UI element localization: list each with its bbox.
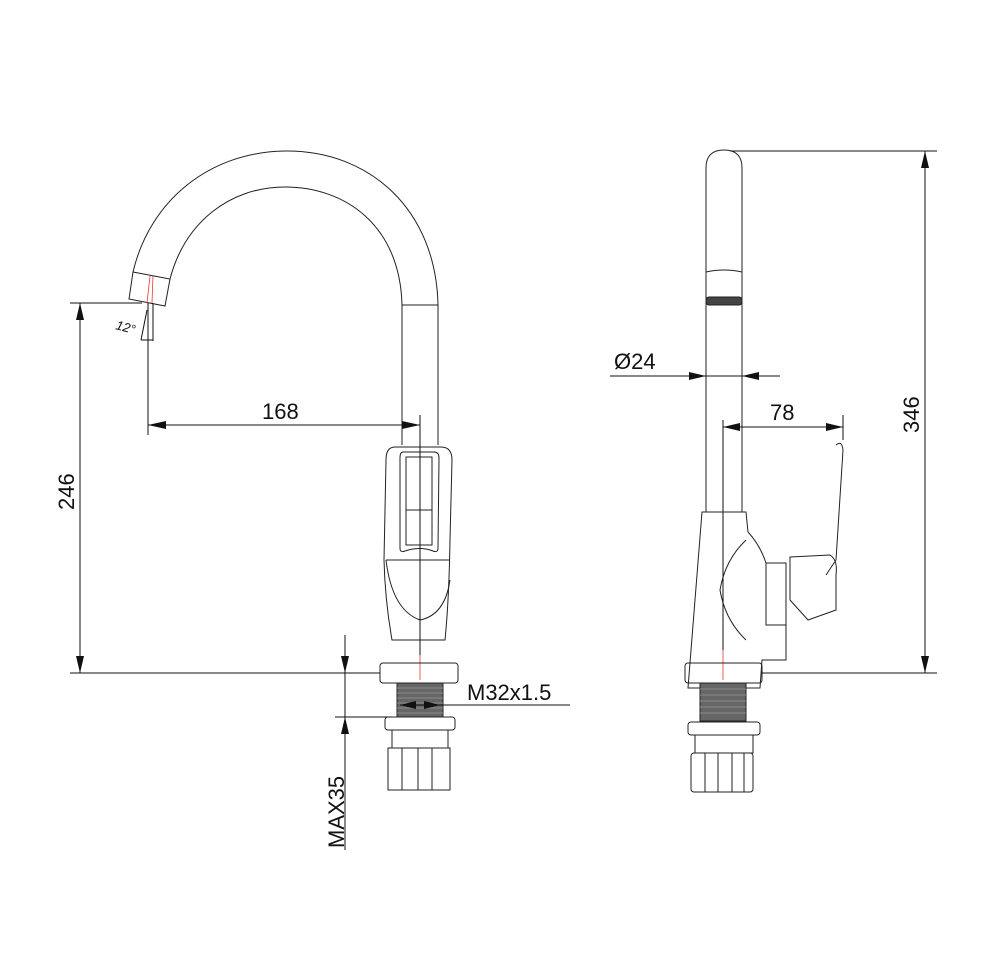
- side-mount: [684, 662, 763, 793]
- aerator: [705, 296, 743, 306]
- front-view: 246 12° 168 MAX35 M32x1.5: [54, 150, 570, 850]
- dimension-label-diameter: Ø24: [614, 349, 656, 374]
- thread-label: M32x1.5: [467, 680, 551, 705]
- dimension-12-degrees: 12°: [114, 303, 154, 435]
- dimension-346: 346: [730, 150, 937, 674]
- dimension-label-246: 246: [54, 473, 79, 510]
- angle-label: 12°: [114, 317, 137, 337]
- side-body: [687, 420, 844, 689]
- dimension-label-78: 78: [770, 400, 794, 425]
- side-view: 346 Ø24 78: [610, 149, 937, 793]
- dimension-max35: MAX35: [324, 635, 392, 850]
- dimension-246: 246: [54, 302, 380, 674]
- dimension-diameter-24: Ø24: [610, 349, 780, 380]
- body: [383, 420, 453, 680]
- dimension-78: 78: [723, 400, 844, 440]
- dimension-168: 168: [148, 399, 421, 445]
- dimension-label-168: 168: [262, 399, 299, 424]
- spout: [128, 150, 439, 445]
- nozzle: [128, 271, 171, 307]
- dimension-label-max35: MAX35: [324, 776, 349, 848]
- dimension-label-346: 346: [899, 396, 924, 433]
- thread-callout: M32x1.5: [400, 680, 570, 709]
- tube: [705, 149, 743, 512]
- mount: [379, 662, 459, 791]
